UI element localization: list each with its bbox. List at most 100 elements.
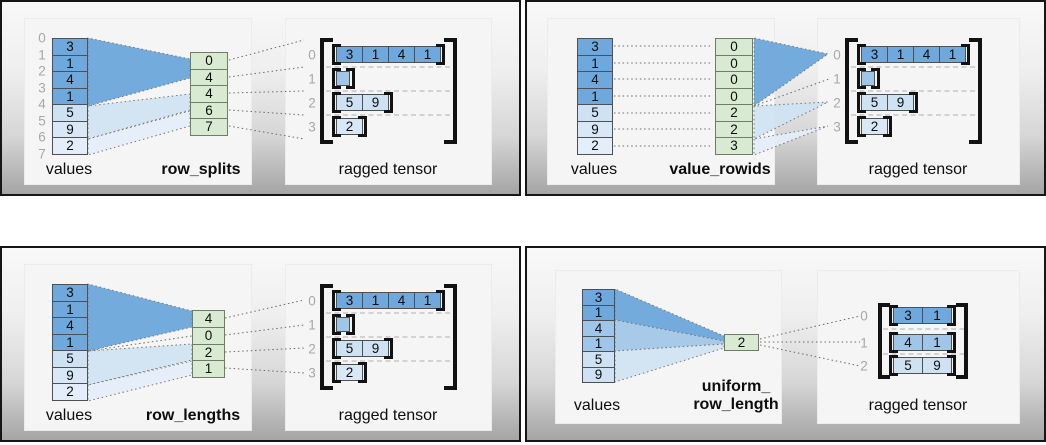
ragged-row-label: 1 [308,316,316,332]
value-index-label: 1 [38,46,46,62]
values-cell: 3 [52,284,88,302]
values-cell: 3 [582,289,615,306]
row-close-bracket-icon [358,362,367,383]
value-index-label: 3 [38,79,46,95]
values-cell: 1 [52,87,88,106]
ragged-row-label: 0 [308,292,316,308]
values-cell: 2 [52,137,88,155]
tensor-box [817,18,1020,185]
ragged-cell: 9 [362,340,389,357]
ragged-row-label: 3 [308,364,316,380]
values-cell: 9 [52,120,88,139]
spec-cell: 0 [715,38,753,56]
ragged-cell: 1 [362,46,389,63]
spec-cell: 7 [190,118,228,136]
spec-label: value_rowids [669,161,771,178]
row-close-bracket-icon [436,290,445,311]
spec-cell: 1 [192,360,225,378]
ragged-row-label: 1 [833,70,841,86]
row-close-bracket-icon [883,116,892,137]
ragged-cell: 2 [336,118,363,135]
ragged-row-label: 2 [860,357,868,373]
spec-cell: 2 [724,334,759,351]
row-open-bracket-icon [889,355,898,376]
ragged-row-label: 0 [308,46,316,62]
row-close-bracket-icon [947,332,956,353]
spec-cell: 0 [715,71,753,89]
ragged-row-label: 1 [860,334,868,350]
row-open-bracket-icon [332,116,341,137]
values-cell: 1 [577,87,613,106]
tensor-close-bracket-icon [956,303,968,379]
row-open-bracket-icon [332,290,341,311]
ragged-tensor-label: ragged tensor [868,397,968,414]
row-open-bracket-icon [857,68,866,89]
row-open-bracket-icon [332,314,341,335]
tensor-open-bracket-icon [878,303,890,379]
ragged-tensor-label: ragged tensor [868,161,968,178]
ragged-cell: 1 [887,46,914,63]
value-index-label: 4 [38,96,46,112]
row-close-bracket-icon [346,314,355,335]
row-close-bracket-icon [384,338,393,359]
ragged-row-label: 0 [860,307,868,323]
row-open-bracket-icon [857,116,866,137]
ragged-cell: 1 [922,307,952,324]
spec-label: row_lengths [145,407,241,424]
row-open-bracket-icon [332,68,341,89]
values-cell: 1 [52,300,88,319]
ragged-row-label: 1 [308,70,316,86]
ragged-cell: 5 [336,94,363,111]
empty-row-cell [336,71,350,86]
ragged-cell: 1 [939,46,966,63]
tensor-close-bracket-icon [444,38,457,144]
row-open-bracket-icon [857,44,866,65]
values-cell: 5 [582,351,615,368]
values-cell: 9 [52,366,88,385]
spec-cell: 4 [190,85,228,103]
values-label: values [45,407,93,424]
values-cell: 1 [52,333,88,352]
values-cell: 3 [52,38,88,56]
values-cell: 5 [577,104,613,122]
ragged-row-label: 3 [308,118,316,134]
value-index-label: 6 [38,129,46,145]
values-cell: 5 [52,350,88,368]
values-cell: 4 [577,71,613,89]
ragged-row-label: 2 [308,340,316,356]
row-open-bracket-icon [889,332,898,353]
row-open-bracket-icon [332,44,341,65]
ragged-cell: 4 [388,46,415,63]
values-cell: 3 [577,38,613,56]
spec-cell: 6 [190,101,228,120]
ragged-cell: 3 [336,292,363,309]
values-cell: 1 [582,304,615,321]
row-close-bracket-icon [384,92,393,113]
ragged-row-label: 2 [833,94,841,110]
tensor-open-bracket-icon [320,38,333,144]
tensor-open-bracket-icon [320,284,333,390]
values-label: values [45,161,93,178]
tensor-close-bracket-icon [969,38,982,144]
ragged-cell: 5 [893,357,923,374]
ragged-cell: 9 [887,94,914,111]
spec-cell: 0 [715,54,753,73]
ragged-cell: 4 [388,292,415,309]
spec-label: uniform_ [701,378,771,395]
spec-cell: 3 [715,137,753,155]
spec-cell: 0 [192,326,225,345]
row-close-bracket-icon [436,44,445,65]
values-cell: 9 [577,120,613,139]
row-open-bracket-icon [332,338,341,359]
values-cell: 5 [52,104,88,122]
ragged-cell: 2 [861,118,888,135]
row-open-bracket-icon [332,92,341,113]
values-cell: 1 [582,335,615,352]
row-close-bracket-icon [871,68,880,89]
value-index-label: 5 [38,113,46,129]
ragged-cell: 1 [362,292,389,309]
